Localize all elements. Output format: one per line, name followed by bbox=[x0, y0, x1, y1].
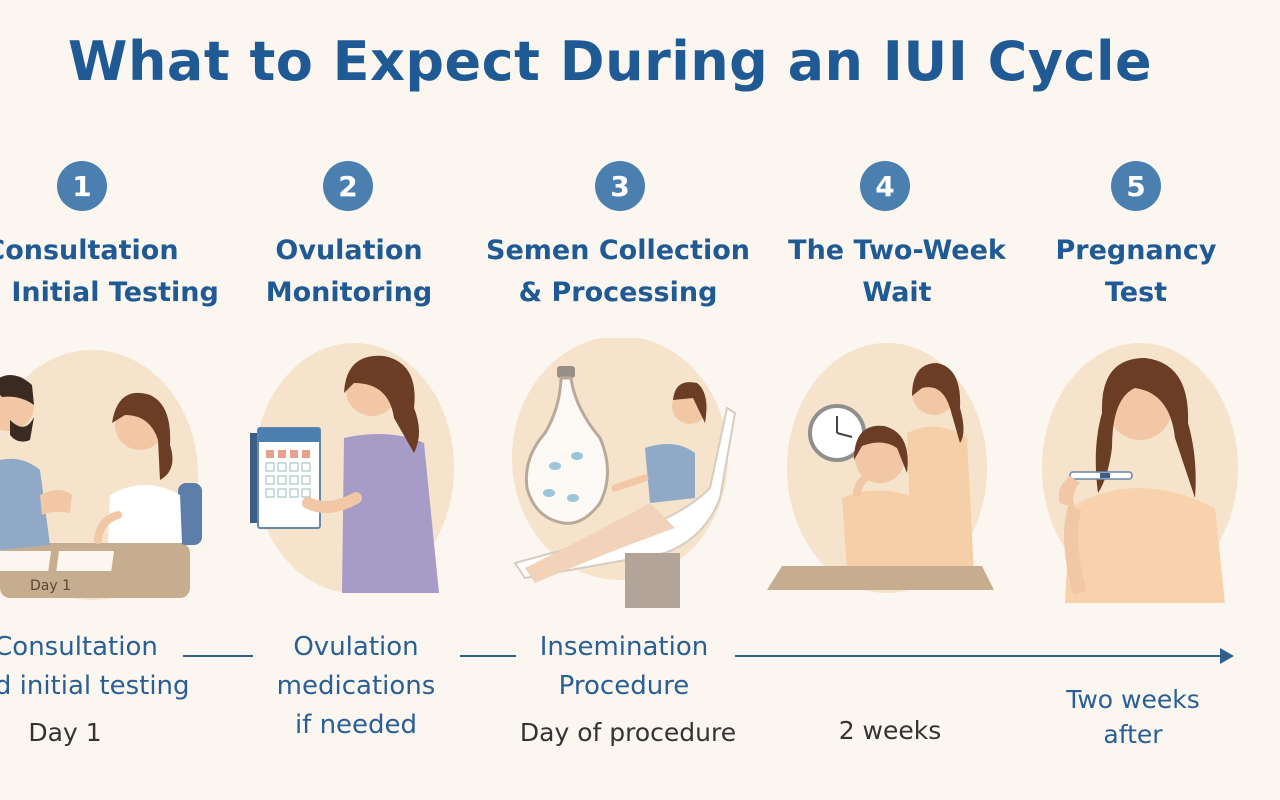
step-1-title: Consultation and Initial Testing bbox=[0, 230, 232, 314]
step-2-description: Ovulation medications if needed bbox=[206, 628, 506, 745]
step-2-desc-line3: if needed bbox=[294, 710, 418, 740]
step-4-title: The Two-Week Wait bbox=[747, 230, 1047, 314]
step-3-description: Insemination Procedure bbox=[474, 628, 774, 706]
insemination-illustration bbox=[512, 338, 737, 608]
illustration-day-label: Day 1 bbox=[30, 578, 71, 594]
step-1-timing: Day 1 bbox=[28, 718, 102, 747]
step-1-description: Consultation and initial testing bbox=[0, 628, 226, 706]
step-5-badge: 5 bbox=[1111, 161, 1161, 211]
step-5-timing-line1: Two weeks bbox=[1066, 685, 1200, 714]
step-4-badge: 4 bbox=[860, 161, 910, 211]
step-5-title-line2: Test bbox=[1104, 277, 1168, 308]
pregnancy-test-illustration bbox=[1042, 343, 1238, 603]
step-1-desc-line1: Consultation bbox=[0, 632, 158, 662]
step-2-desc-line2: medications bbox=[276, 671, 436, 701]
timeline-arrowhead-icon bbox=[1220, 648, 1234, 664]
step-2-title: Ovulation Monitoring bbox=[199, 230, 499, 314]
step-4-title-line1: The Two-Week bbox=[788, 235, 1006, 266]
step-4-timing: 2 weeks bbox=[838, 716, 942, 745]
consultation-illustration: Day 1 bbox=[0, 350, 202, 600]
step-5-title: Pregnancy Test bbox=[986, 230, 1280, 314]
step-2-title-line2: Monitoring bbox=[265, 277, 433, 308]
step-3-desc-line2: Procedure bbox=[558, 671, 690, 701]
step-1-title-line2: and Initial Testing bbox=[0, 277, 219, 308]
step-3-title-line1: Semen Collection bbox=[486, 235, 750, 266]
step-2-desc-line1: Ovulation bbox=[293, 632, 419, 662]
step-1-title-line1: Consultation bbox=[0, 235, 179, 266]
step-5-title-line1: Pregnancy bbox=[1055, 235, 1217, 266]
step-5-timing: Two weeks after bbox=[983, 682, 1280, 752]
two-week-wait-illustration bbox=[767, 343, 994, 593]
step-1-desc-line2: and initial testing bbox=[0, 671, 190, 701]
step-2-badge: 2 bbox=[323, 161, 373, 211]
step-4-title-line2: Wait bbox=[862, 277, 932, 308]
timeline-connector-2 bbox=[460, 655, 516, 657]
timeline-connector-3 bbox=[735, 655, 1221, 657]
step-3-badge: 3 bbox=[595, 161, 645, 211]
page-title: What to Expect During an IUI Cycle bbox=[67, 30, 1153, 93]
step-2-title-line1: Ovulation bbox=[275, 235, 423, 266]
step-3-title: Semen Collection & Processing bbox=[468, 230, 768, 314]
step-3-desc-line1: Insemination bbox=[539, 632, 709, 662]
step-5-timing-line2: after bbox=[1103, 720, 1163, 749]
step-3-timing: Day of procedure bbox=[519, 718, 737, 747]
timeline-connector-1 bbox=[183, 655, 253, 657]
step-1-badge: 1 bbox=[57, 161, 107, 211]
step-3-title-line2: & Processing bbox=[518, 277, 718, 308]
ovulation-monitoring-illustration bbox=[250, 343, 454, 593]
